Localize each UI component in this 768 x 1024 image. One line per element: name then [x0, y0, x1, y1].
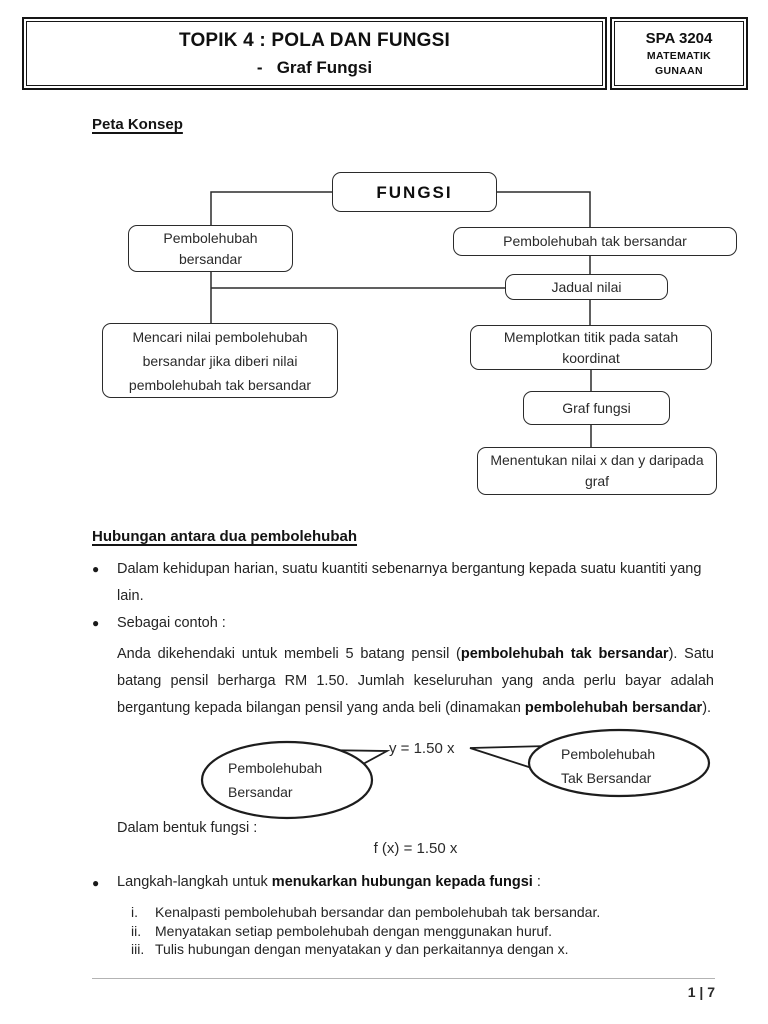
document-subtitle: - Graf Fungsi	[256, 57, 373, 77]
list-item-text: Kenalpasti pembolehubah bersandar dan pe…	[155, 904, 601, 920]
flow-box-fungsi: FUNGSI	[332, 172, 497, 212]
bullet-item-3: ● Langkah-langkah untuk menukarkan hubun…	[92, 870, 714, 897]
example-paragraph: Anda dikehendaki untuk membeli 5 batang …	[117, 641, 714, 722]
course-subject-line1: MATEMATIK	[646, 50, 712, 62]
equation-fx: f (x) = 1.50 x	[373, 840, 458, 857]
header-course-cell: SPA 3204 MATEMATIK GUNAAN	[610, 17, 748, 90]
flow-box-mencari-nilai: Mencari nilai pembolehubah bersandar jik…	[102, 323, 338, 398]
bullet-3-plain: Langkah-langkah untuk	[117, 874, 272, 890]
connector-fungsi-bersandar	[210, 191, 332, 225]
callout-right-line1: Pembolehubah	[561, 746, 656, 762]
bullet-icon: ●	[92, 616, 100, 630]
callout-right-bubble	[527, 728, 711, 798]
bullet-2-text: Sebagai contoh :	[117, 615, 226, 631]
paragraph-text: ).	[702, 700, 712, 716]
function-form-label: Dalam bentuk fungsi :	[117, 820, 258, 836]
course-subject-line2: GUNAAN	[655, 65, 703, 77]
list-item-number: iii.	[131, 941, 145, 957]
section-heading-hubungan: Hubungan antara dua pembolehubah	[92, 528, 358, 545]
list-item-text: Tulis hubungan dengan menyatakan y dan p…	[155, 941, 569, 957]
bullet-3-bold: menukarkan hubungan kepada fungsi	[271, 874, 533, 890]
paragraph-text: Anda dikehendaki untuk membeli 5 batang …	[117, 646, 461, 662]
callout-left-line2: Bersandar	[228, 784, 293, 800]
callout-left-bubble	[200, 740, 374, 820]
callout-right-label: Pembolehubah Tak Bersandar	[561, 742, 655, 790]
flow-box-menentukan-nilai: Menentukan nilai x dan y daripada graf	[477, 447, 717, 495]
bullet-3-tail: :	[532, 874, 541, 890]
section-heading-peta-konsep: Peta Konsep	[92, 116, 183, 133]
list-item-number: ii.	[131, 922, 142, 939]
bullet-item-1: ● Dalam kehidupan harian, suatu kuantiti…	[92, 556, 714, 610]
header-course-inner: SPA 3204 MATEMATIK GUNAAN	[614, 21, 744, 86]
callout-left-line1: Pembolehubah	[228, 760, 323, 776]
course-code: SPA 3204	[645, 30, 713, 47]
roman-list: i. Kenalpasti pembolehubah bersandar dan…	[131, 903, 721, 959]
header-title-cell: TOPIK 4 : POLA DAN FUNGSI - Graf Fungsi	[22, 17, 607, 90]
bullet-1-text: Dalam kehidupan harian, suatu kuantiti s…	[117, 561, 702, 604]
footer-divider	[92, 978, 715, 979]
bullet-icon: ●	[92, 562, 100, 576]
bullet-icon: ●	[92, 876, 100, 890]
document-title: TOPIK 4 : POLA DAN FUNGSI	[178, 29, 451, 51]
flow-box-pembolehubah-tak-bersandar: Pembolehubah tak bersandar	[453, 227, 737, 256]
connector-fungsi-tak-bersandar	[497, 191, 591, 227]
list-item: ii. Menyatakan setiap pembolehubah denga…	[131, 922, 721, 941]
paragraph-text: ). Satu batang pensil berharga RM 1.50. …	[117, 646, 714, 716]
paragraph-bold-tak-bersandar: pembolehubah tak bersandar	[460, 646, 669, 662]
flow-box-jadual-nilai: Jadual nilai	[505, 274, 668, 300]
flow-box-pembolehubah-bersandar: Pembolehubah bersandar	[128, 225, 293, 272]
flow-box-graf-fungsi: Graf fungsi	[523, 391, 670, 425]
bullet-item-2: ● Sebagai contoh :	[92, 610, 714, 637]
flow-box-memplotkan-titik: Memplotkan titik pada satah koordinat	[470, 325, 712, 370]
page-number: 1 | 7	[687, 984, 715, 1000]
bullet-3-text: Langkah-langkah untuk menukarkan hubunga…	[117, 870, 714, 897]
list-item: iii. Tulis hubungan dengan menyatakan y …	[131, 940, 721, 959]
list-item-text: Menyatakan setiap pembolehubah dengan me…	[155, 922, 552, 939]
callout-left-label: Pembolehubah Bersandar	[228, 756, 322, 804]
equation-y: y = 1.50 x	[389, 740, 455, 757]
header-title-inner: TOPIK 4 : POLA DAN FUNGSI - Graf Fungsi	[26, 21, 603, 86]
callout-right-line2: Tak Bersandar	[561, 770, 652, 786]
paragraph-bold-bersandar: pembolehubah bersandar	[524, 700, 703, 716]
list-item-number: i.	[131, 904, 138, 920]
list-item: i. Kenalpasti pembolehubah bersandar dan…	[131, 903, 721, 922]
